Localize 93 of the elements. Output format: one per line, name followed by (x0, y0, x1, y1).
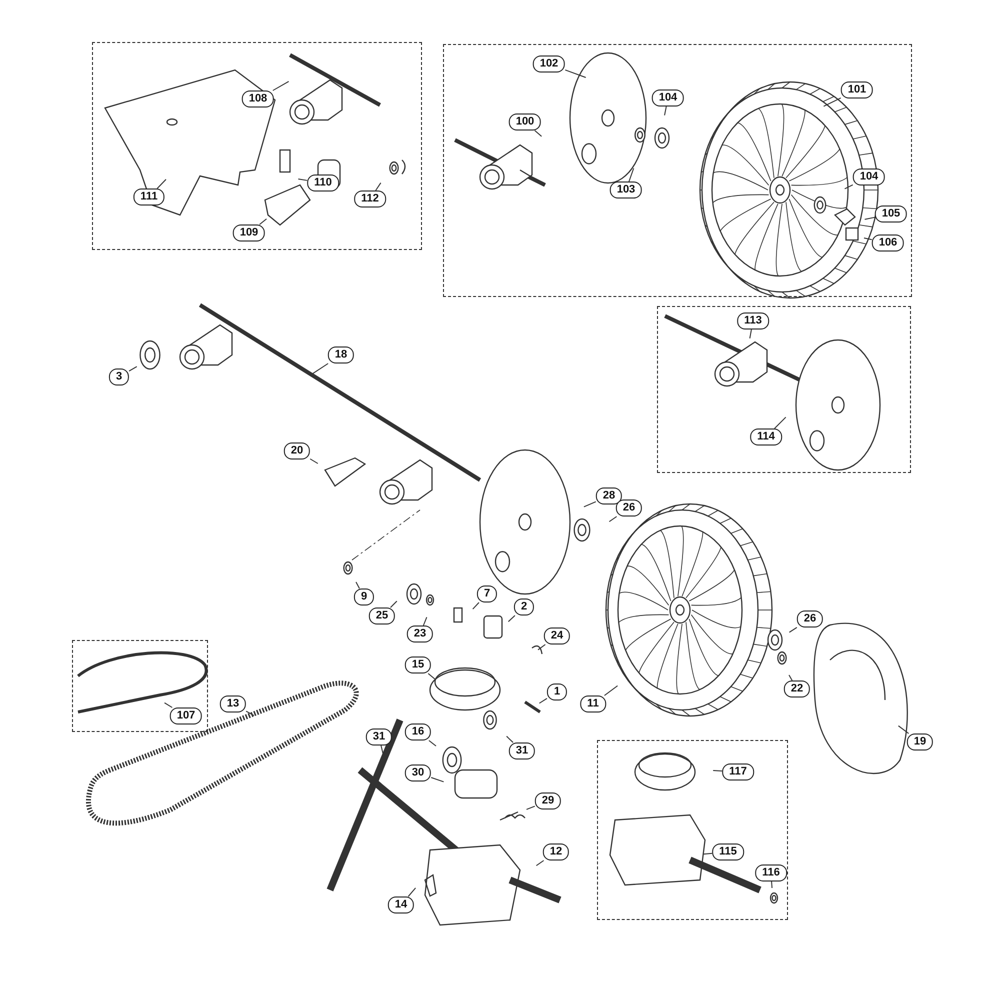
callout-number: 23 (406, 626, 434, 642)
leader-line (430, 777, 444, 782)
callout-number: 31 (366, 728, 392, 746)
callout-number: 19 (906, 734, 934, 750)
callout-number: 25 (368, 608, 396, 624)
callout-number: 30 (404, 764, 432, 782)
leader-line (664, 106, 667, 116)
leader-line (538, 644, 546, 650)
leader-line (422, 616, 428, 626)
callout-number: 100 (508, 114, 542, 130)
callout-number: 28 (596, 488, 622, 504)
leader-line (583, 501, 596, 508)
callout-number: 114 (750, 428, 782, 446)
leader-line (604, 685, 618, 696)
callout-number: 113 (737, 312, 769, 330)
leader-line (428, 673, 436, 680)
leader-line (823, 97, 842, 107)
leader-line (272, 80, 290, 91)
leader-line (380, 745, 384, 755)
callout-number: 101 (840, 82, 874, 98)
leader-line (506, 736, 514, 743)
leader-line (408, 887, 416, 897)
leader-line (712, 770, 723, 772)
callout-number: 22 (784, 680, 810, 698)
callout-number: 107 (170, 708, 202, 724)
callout-number: 104 (852, 168, 886, 186)
leader-line (749, 329, 752, 339)
callout-number: 110 (307, 174, 339, 192)
dashed-group-frame (92, 42, 422, 250)
leader-line (356, 582, 360, 589)
callout-number: 103 (610, 182, 642, 198)
leader-line (864, 216, 876, 220)
leader-line (375, 182, 382, 191)
callout-number: 116 (755, 864, 787, 882)
callout-number: 18 (328, 346, 354, 364)
callout-number: 108 (242, 90, 274, 108)
callout-number: 16 (404, 724, 432, 740)
callout-number: 2 (514, 598, 534, 616)
leader-line (472, 602, 480, 610)
dashed-group-frame (657, 306, 911, 473)
callout-number: 24 (544, 628, 570, 644)
leader-line (536, 860, 544, 866)
leader-line (534, 130, 542, 137)
callout-number: 105 (874, 206, 908, 222)
callout-number: 31 (508, 742, 536, 760)
callout-number: 106 (872, 234, 904, 252)
leader-line (774, 416, 786, 429)
leader-line (788, 674, 793, 681)
callout-number: 9 (354, 588, 374, 606)
callout-number: 20 (284, 442, 310, 460)
callout-number: 102 (532, 56, 566, 72)
leader-line (390, 600, 398, 608)
callout-number: 26 (796, 610, 824, 628)
leader-line (259, 218, 268, 225)
dashed-group-frame (597, 740, 788, 920)
callout-number: 7 (476, 586, 498, 602)
leader-line (898, 725, 910, 734)
leader-line (702, 852, 713, 855)
leader-line (428, 740, 436, 746)
dashed-group-frame (443, 44, 912, 297)
callout-number: 26 (616, 500, 642, 516)
callout-number: 104 (652, 90, 684, 106)
leader-line (128, 366, 138, 372)
leader-line (246, 710, 254, 716)
callout-number: 112 (354, 190, 386, 208)
callout-number: 15 (404, 656, 432, 674)
callout-number: 3 (108, 368, 130, 386)
callout-number: 13 (220, 696, 246, 712)
callout-number: 12 (542, 844, 570, 860)
leader-line (788, 626, 798, 633)
callout-number: 109 (232, 224, 266, 242)
leader-line (628, 168, 634, 182)
leader-line (164, 702, 173, 708)
leader-line (844, 184, 854, 190)
leader-line (310, 363, 329, 376)
leader-line (310, 458, 318, 464)
callout-number: 1 (546, 684, 568, 700)
callout-number: 11 (580, 696, 606, 712)
leader-line (538, 698, 548, 704)
dashed-group-frame (72, 640, 208, 732)
callout-number: 29 (534, 792, 562, 810)
leader-line (508, 615, 516, 622)
leader-line (771, 881, 772, 888)
callout-number: 111 (133, 188, 165, 206)
leader-line (608, 516, 618, 522)
callout-number: 14 (388, 896, 414, 914)
leader-line (298, 178, 308, 181)
leader-line (864, 238, 872, 240)
callout-number: 117 (722, 764, 754, 780)
callout-number: 115 (712, 844, 744, 860)
leader-line (156, 178, 166, 189)
leader-line (526, 806, 536, 810)
leader-line (564, 69, 586, 78)
